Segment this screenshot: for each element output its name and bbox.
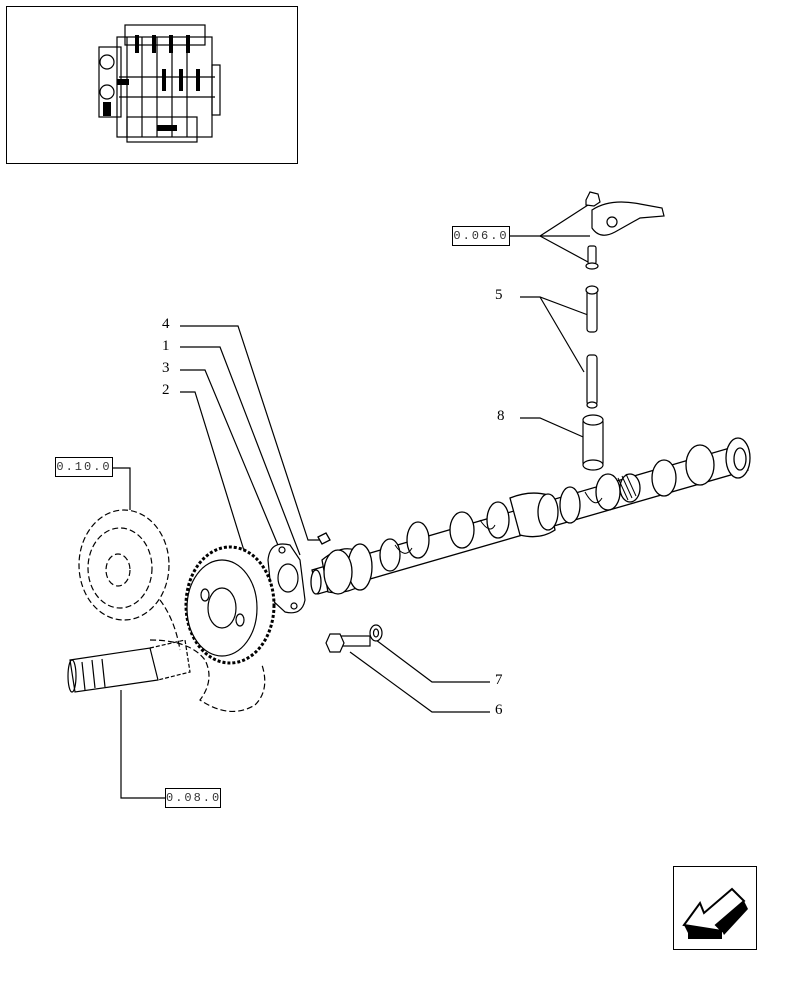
callout-5: 5 xyxy=(495,287,503,303)
ref-box-timing-gears[interactable]: 0.10.0 xyxy=(55,457,113,477)
thrust-plate xyxy=(267,543,306,614)
ref-box-rocker-group[interactable]: 0.06.0 xyxy=(452,226,510,246)
tappet xyxy=(582,414,604,471)
back-arrow-icon xyxy=(682,887,748,939)
rocker-arm xyxy=(585,191,665,270)
camshaft-gear xyxy=(184,545,276,665)
crankshaft-reference xyxy=(67,639,191,693)
callout-4: 4 xyxy=(162,316,170,332)
bolt-washer xyxy=(325,624,383,653)
callout-2: 2 xyxy=(162,382,170,398)
callout-6: 6 xyxy=(495,702,503,718)
push-rod xyxy=(585,285,599,409)
ref-box-crankshaft[interactable]: 0.08.0 xyxy=(165,788,221,808)
callout-3: 3 xyxy=(162,360,170,376)
engine-thumbnail-frame xyxy=(6,6,298,164)
callout-8: 8 xyxy=(497,408,505,424)
callout-7: 7 xyxy=(495,672,503,688)
timing-gears-reference xyxy=(78,509,266,712)
camshaft xyxy=(310,437,751,595)
back-navigation-button[interactable] xyxy=(673,866,757,950)
callout-1: 1 xyxy=(162,338,170,354)
engine-thumbnail-icon xyxy=(98,24,221,143)
